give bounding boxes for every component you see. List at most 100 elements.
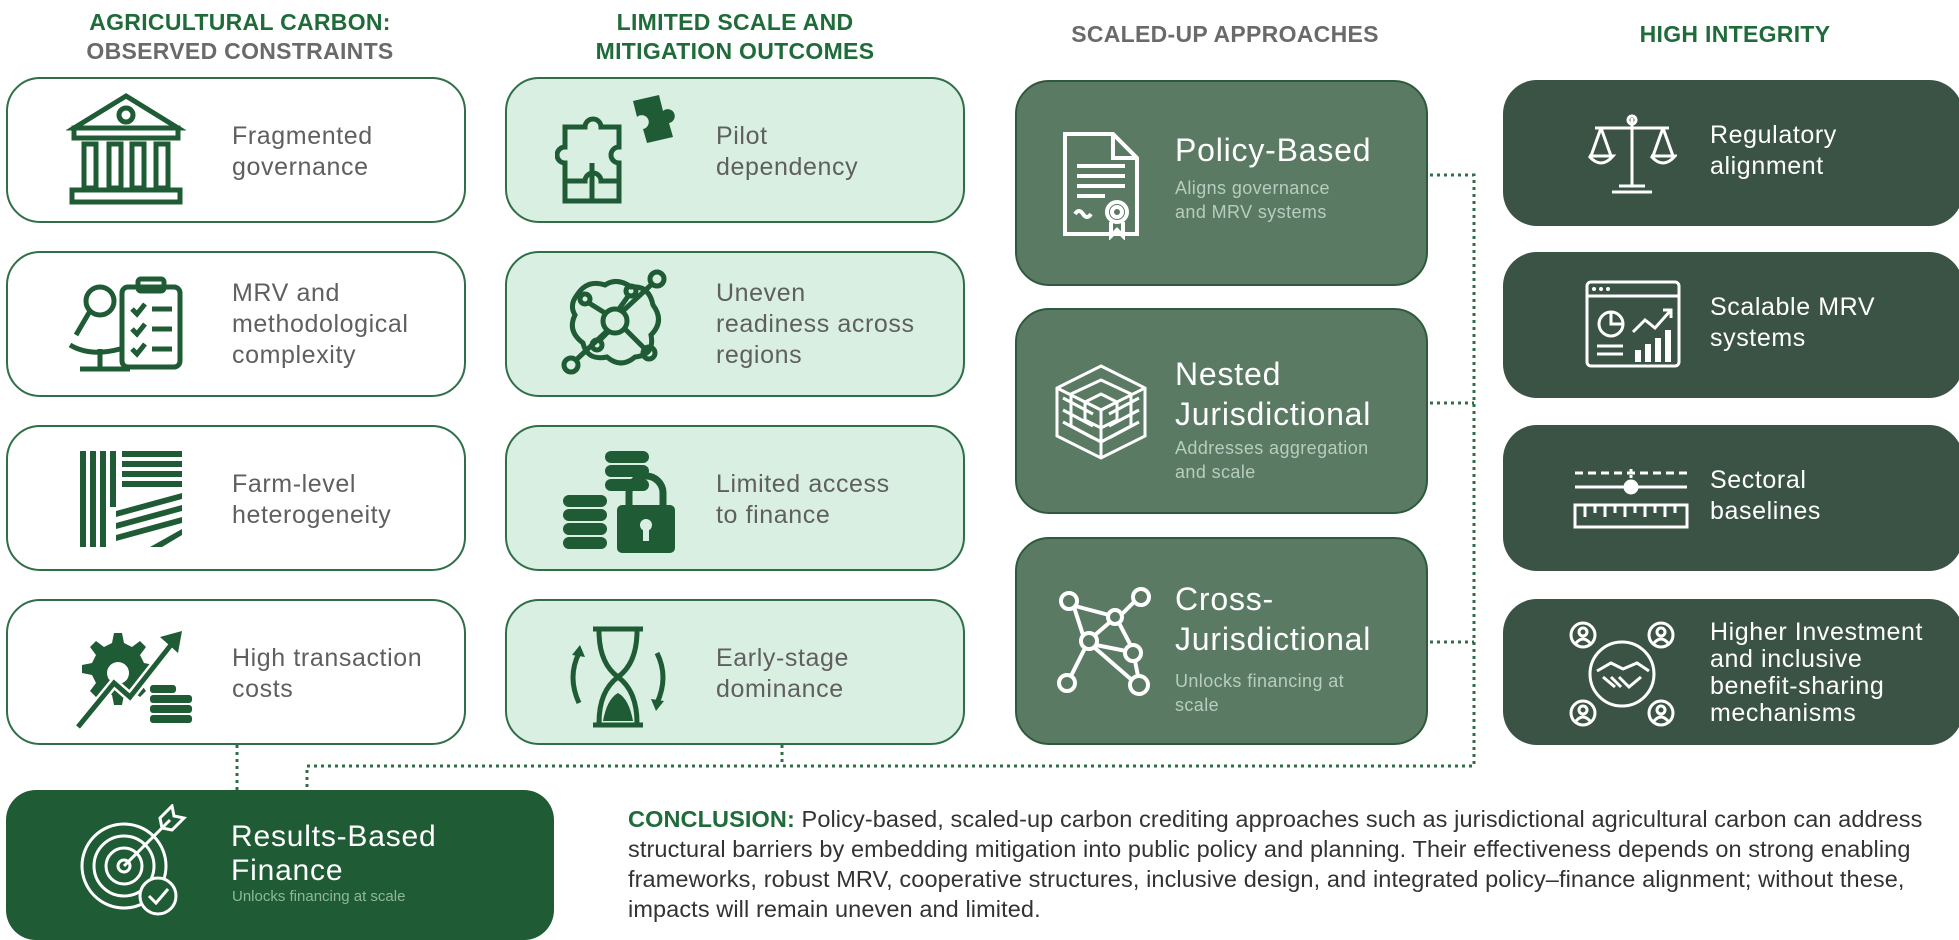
column-header-integrity: HIGH INTEGRITY xyxy=(1530,20,1940,49)
title-line: Results-Based xyxy=(231,820,437,853)
title-line: Policy-Based xyxy=(1175,132,1372,168)
integrity-label: Regulatory alignment xyxy=(1710,120,1837,182)
subtitle-line: Unlocks financing at xyxy=(1175,671,1345,691)
label-line: systems xyxy=(1710,324,1806,352)
header-line: AGRICULTURAL CARBON: xyxy=(89,9,391,35)
label-line: baselines xyxy=(1710,497,1822,525)
approach-title: Policy-Based xyxy=(1175,130,1371,170)
outcome-label: Limited access to finance xyxy=(716,469,890,531)
constraint-label: Farm-level heterogeneity xyxy=(232,469,391,531)
label-line: dependency xyxy=(716,153,859,181)
label-line: Early-stage xyxy=(716,644,850,672)
target-arrow-check-icon xyxy=(80,804,188,916)
connector-approaches-to-rbf xyxy=(305,173,1476,790)
header-line: SCALED-UP APPROACHES xyxy=(1071,21,1379,47)
label-line: to finance xyxy=(716,501,831,529)
integrity-card: Regulatory alignment xyxy=(1503,80,1959,226)
constraint-card: High transaction costs xyxy=(6,599,466,745)
network-nodes-icon xyxy=(1057,587,1151,696)
constraint-card: Farm-level heterogeneity xyxy=(6,425,466,571)
label-line: alignment xyxy=(1710,152,1824,180)
column-header-constraints: AGRICULTURAL CARBON: OBSERVED CONSTRAINT… xyxy=(40,8,440,66)
header-line: MITIGATION OUTCOMES xyxy=(595,38,875,64)
integrity-label: Higher Investment and inclusive benefit-… xyxy=(1710,619,1923,727)
title-line: Nested xyxy=(1175,356,1282,392)
label-line: methodological xyxy=(232,310,409,338)
title-line: Cross- xyxy=(1175,581,1275,617)
hourglass-icon xyxy=(570,626,666,728)
dashboard-chart-icon xyxy=(1585,280,1681,368)
outcome-card: Limited access to finance xyxy=(505,425,965,571)
outcome-card: Pilot dependency xyxy=(505,77,965,223)
microscope-clipboard-icon xyxy=(68,276,183,372)
label-line: Uneven xyxy=(716,279,806,307)
title-line: Jurisdictional xyxy=(1175,396,1372,432)
constraint-card: Fragmented governance xyxy=(6,77,466,223)
approach-card-cross-jurisdictional: Cross- Jurisdictional Unlocks financing … xyxy=(1015,537,1428,745)
scales-icon xyxy=(1587,114,1677,194)
constraint-label: High transaction costs xyxy=(232,643,422,705)
institution-icon xyxy=(66,93,186,205)
label-line: and inclusive xyxy=(1710,645,1863,673)
title-line: Jurisdictional xyxy=(1175,621,1372,657)
label-line: High transaction xyxy=(232,644,423,672)
approach-subtitle: Unlocks financing at scale xyxy=(1175,669,1344,717)
integrity-card: Scalable MRV systems xyxy=(1503,252,1959,398)
subtitle-line: Addresses aggregation xyxy=(1175,438,1369,458)
puzzle-icon xyxy=(555,95,675,204)
results-based-finance-card: Results-Based Finance Unlocks financing … xyxy=(6,790,554,940)
subtitle-line: scale xyxy=(1175,695,1220,715)
constraint-label: MRV and methodological complexity xyxy=(232,278,409,371)
label-line: Sectoral xyxy=(1710,466,1807,494)
network-map-icon xyxy=(561,269,667,375)
approach-card-nested-jurisdictional: Nested Jurisdictional Addresses aggregat… xyxy=(1015,308,1428,514)
label-line: Limited access xyxy=(716,470,890,498)
certificate-document-icon xyxy=(1063,132,1139,240)
column-header-approaches: SCALED-UP APPROACHES xyxy=(1020,20,1430,49)
handshake-people-icon xyxy=(1569,621,1675,727)
label-line: MRV and xyxy=(232,279,340,307)
header-line: LIMITED SCALE AND xyxy=(616,9,854,35)
subtitle-line: Aligns governance xyxy=(1175,178,1330,198)
label-line: heterogeneity xyxy=(232,501,392,529)
label-line: Higher Investment xyxy=(1710,618,1924,646)
column-header-outcomes: LIMITED SCALE AND MITIGATION OUTCOMES xyxy=(535,8,935,66)
farm-fields-icon xyxy=(80,451,182,547)
label-line: Farm-level xyxy=(232,470,357,498)
outcome-label: Pilot dependency xyxy=(716,121,858,183)
title-line: Finance xyxy=(231,854,344,887)
label-line: Scalable MRV xyxy=(1710,293,1876,321)
label-line: Fragmented xyxy=(232,122,373,150)
integrity-card: Sectoral baselines xyxy=(1503,425,1959,571)
outcome-card: Early-stage dominance xyxy=(505,599,965,745)
subtitle-line: and MRV systems xyxy=(1175,202,1327,222)
rbf-subtitle: Unlocks financing at scale xyxy=(232,888,406,905)
approach-title: Nested Jurisdictional xyxy=(1175,354,1371,434)
label-line: benefit-sharing xyxy=(1710,672,1885,700)
approach-subtitle: Addresses aggregation and scale xyxy=(1175,436,1369,484)
integrity-label: Sectoral baselines xyxy=(1710,465,1821,527)
outcome-card: Uneven readiness across regions xyxy=(505,251,965,397)
outcome-label: Uneven readiness across regions xyxy=(716,278,915,371)
label-line: Pilot xyxy=(716,122,768,150)
approach-subtitle: Aligns governance and MRV systems xyxy=(1175,176,1330,224)
constraint-label: Fragmented governance xyxy=(232,121,373,183)
integrity-label: Scalable MRV systems xyxy=(1710,292,1875,354)
approach-title: Cross- Jurisdictional xyxy=(1175,579,1371,659)
rbf-title: Results-Based Finance xyxy=(231,820,437,888)
label-line: mechanisms xyxy=(1710,699,1857,727)
header-line: HIGH INTEGRITY xyxy=(1639,21,1831,47)
nested-cubes-icon xyxy=(1055,364,1147,460)
label-line: costs xyxy=(232,675,294,703)
label-line: governance xyxy=(232,153,369,181)
gear-growth-coins-icon xyxy=(74,631,192,731)
subtitle-line: and scale xyxy=(1175,462,1256,482)
conclusion-body: Policy-based, scaled-up carbon crediting… xyxy=(628,806,1923,922)
integrity-card: Higher Investment and inclusive benefit-… xyxy=(1503,599,1959,745)
label-line: Regulatory xyxy=(1710,121,1837,149)
slider-ruler-icon xyxy=(1573,469,1689,529)
approach-card-policy-based: Policy-Based Aligns governance and MRV s… xyxy=(1015,80,1428,286)
coins-lock-icon xyxy=(563,451,675,553)
label-line: readiness across xyxy=(716,310,915,338)
